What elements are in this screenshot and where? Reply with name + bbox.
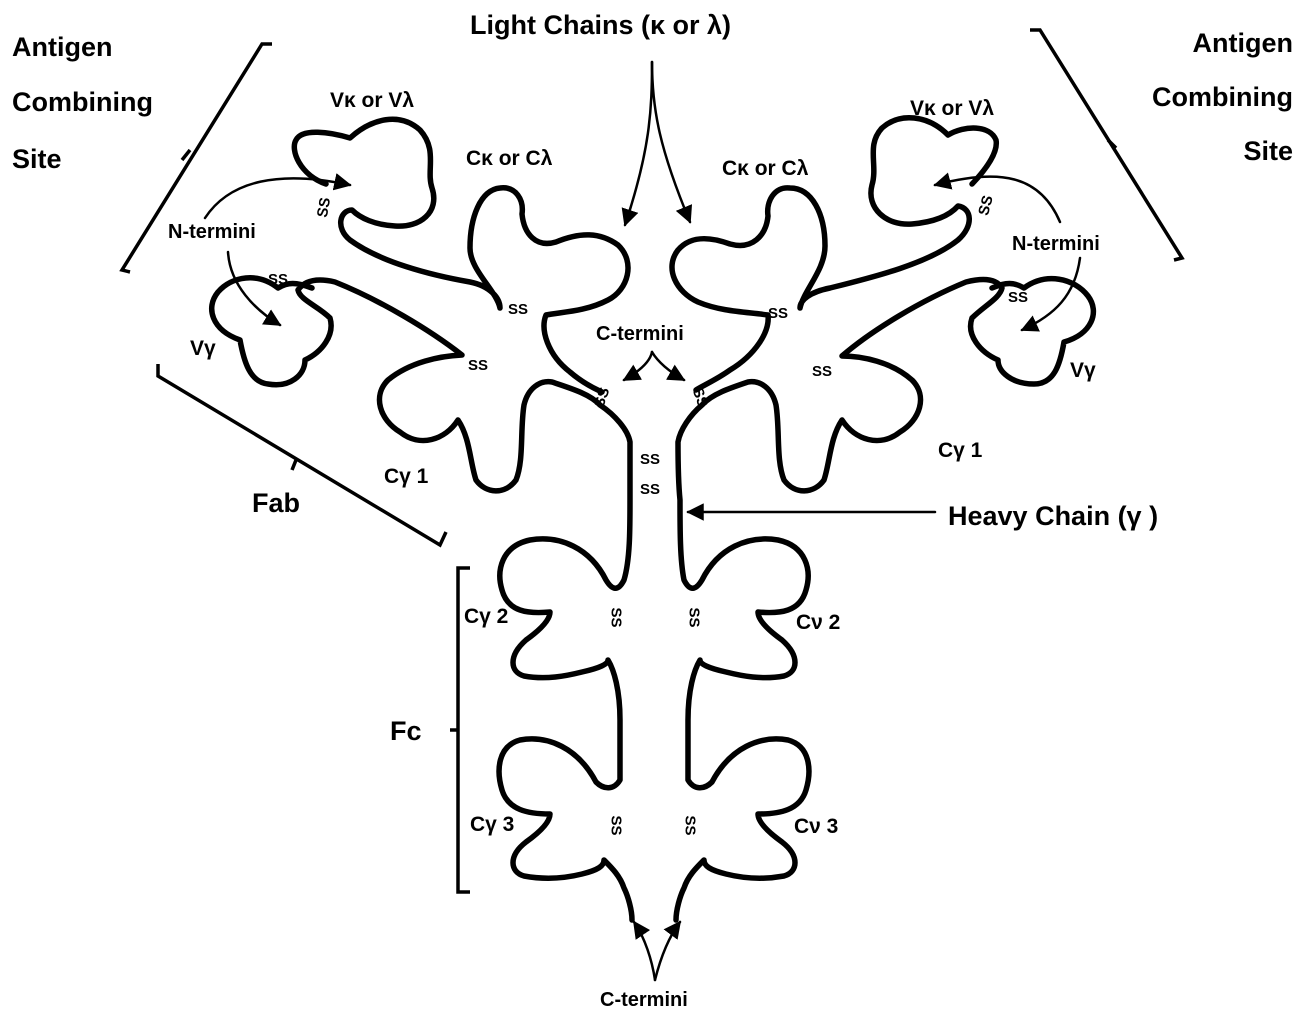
disulfide-hinge-2: SS [640,482,660,497]
v-light-label-right: Vκ or Vλ [910,98,994,119]
disulfide-ch1-right: SS [812,364,832,379]
right-heavy-chain [676,279,1093,920]
disulfide-cl-left: SS [508,302,528,317]
antigen-site-bracket-right [1030,30,1182,260]
n-termini-label-left: N-termini [168,222,256,242]
light-chain-arrow-left [625,62,652,225]
disulfide-ch3-right: SS [683,815,698,835]
c-termini-label-center: C-termini [596,324,684,344]
n-termini-arrow-left-lower [228,252,280,325]
c-gamma-3-label-right: Cν 3 [794,816,838,837]
c-termini-label-bottom: C-termini [600,990,688,1010]
antigen-site-bracket-left-tick [182,150,190,160]
disulfide-vh-left: SS [268,272,288,287]
disulfide-vh-right: SS [1008,290,1028,305]
c-gamma-1-label-right: Cγ 1 [938,440,982,461]
fc-label: Fc [390,718,422,745]
disulfide-hinge-1: SS [640,452,660,467]
n-termini-arrow-right-upper [935,177,1060,222]
antigen-site-label-right-line3: Site [1243,138,1293,165]
bottom-c-termini-arrow-left [634,922,655,980]
c-light-label-left: Cκ or Cλ [466,148,552,169]
fab-bracket [158,364,446,545]
disulfide-ch2-right: SS [687,607,702,627]
light-chain-arrow-right [652,62,690,222]
antigen-site-label-right-line1: Antigen [1193,30,1294,57]
disulfide-ch3-left: SS [609,815,624,835]
c-gamma-2-label-right: Cν 2 [796,612,840,633]
n-termini-arrow-right-lower [1022,258,1080,330]
bottom-c-termini-arrow-right [655,922,680,980]
c-gamma-2-label-left: Cγ 2 [464,606,508,627]
v-gamma-label-left: Vγ [190,338,216,359]
heavy-chain-label: Heavy Chain (γ ) [948,503,1158,530]
disulfide-cl-right: SS [768,306,788,321]
right-light-chain [672,118,996,390]
disulfide-ch1-left: SS [468,358,488,373]
c-gamma-1-label-left: Cγ 1 [384,466,428,487]
fab-bracket-tick [292,460,296,470]
antigen-site-label-left-line3: Site [12,146,62,173]
antigen-site-label-left-line2: Combining [12,89,153,116]
v-light-label-left: Vκ or Vλ [330,90,414,111]
c-termini-arrow-right [652,352,684,380]
light-chains-label: Light Chains (κ or λ) [470,12,731,39]
c-termini-arrow-left [624,352,652,380]
c-gamma-3-label-left: Cγ 3 [470,814,514,835]
v-gamma-label-right: Vγ [1070,360,1096,381]
disulfide-vl-left: SS [315,196,333,218]
n-termini-label-right: N-termini [1012,234,1100,254]
c-light-label-right: Cκ or Cλ [722,158,808,179]
antigen-site-label-right-line2: Combining [1152,84,1293,111]
disulfide-ch2-left: SS [609,607,624,627]
fab-label: Fab [252,490,300,517]
antigen-site-label-left-line1: Antigen [12,34,113,61]
